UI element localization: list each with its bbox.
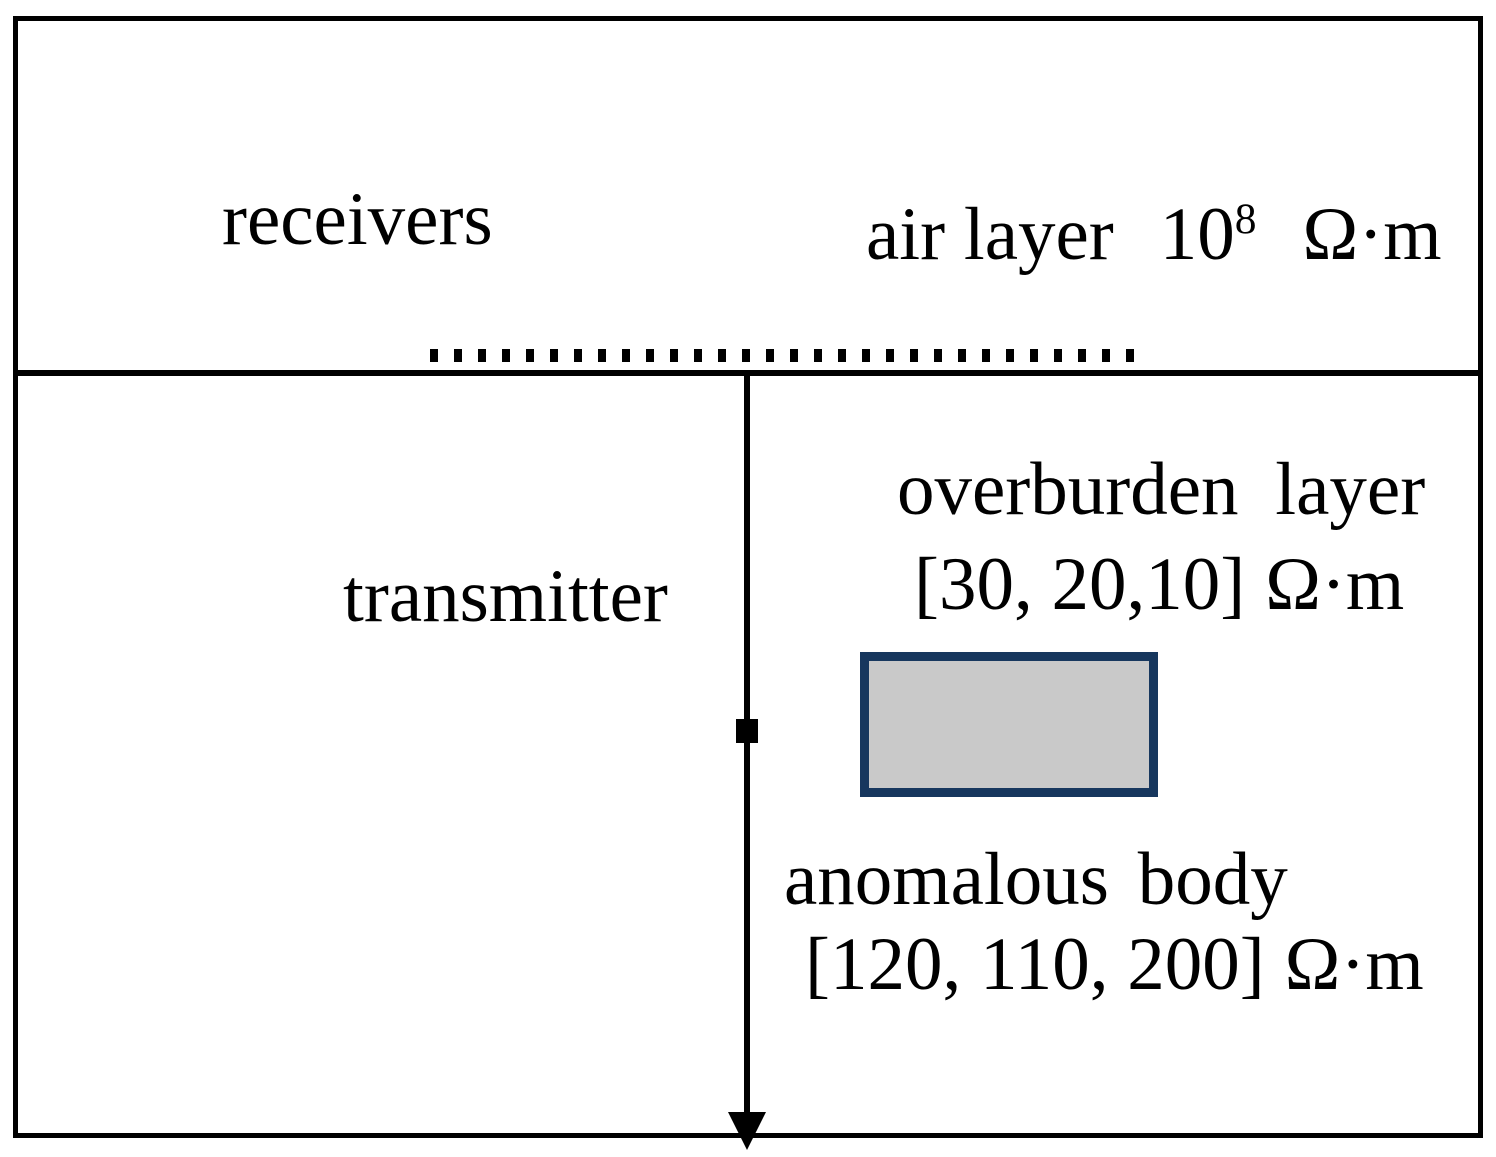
air-layer-label: air layer 108 Ω·m xyxy=(866,197,1442,272)
anomalous-values: [120, 110, 200] xyxy=(805,923,1265,1006)
overburden-values: [30, 20,10] xyxy=(914,543,1246,626)
overburden-layer-resistivity: [30, 20,10]Ω·m xyxy=(914,547,1404,622)
overburden-unit: Ω·m xyxy=(1265,543,1405,626)
receiver-dots-line xyxy=(430,349,1136,362)
transmitter-label: transmitter xyxy=(343,555,668,638)
receivers-label: receivers xyxy=(222,178,493,261)
air-layer-resistivity: 108 xyxy=(1159,193,1257,276)
transmitter-line xyxy=(744,372,750,1125)
air-layer-unit: Ω·m xyxy=(1302,193,1442,276)
overburden-layer-name: overburden layer xyxy=(897,448,1426,531)
transmitter-arrowhead-icon xyxy=(728,1112,766,1150)
transmitter-source-marker xyxy=(736,719,758,743)
air-layer-exponent: 8 xyxy=(1234,195,1257,243)
air-layer-name: air layer xyxy=(866,193,1114,276)
anomalous-unit: Ω·m xyxy=(1284,923,1424,1006)
anomalous-body-rect xyxy=(860,652,1158,797)
anomalous-body-resistivity: [120, 110, 200]Ω·m xyxy=(805,927,1424,1002)
anomalous-body-name: anomalous body xyxy=(784,838,1288,921)
